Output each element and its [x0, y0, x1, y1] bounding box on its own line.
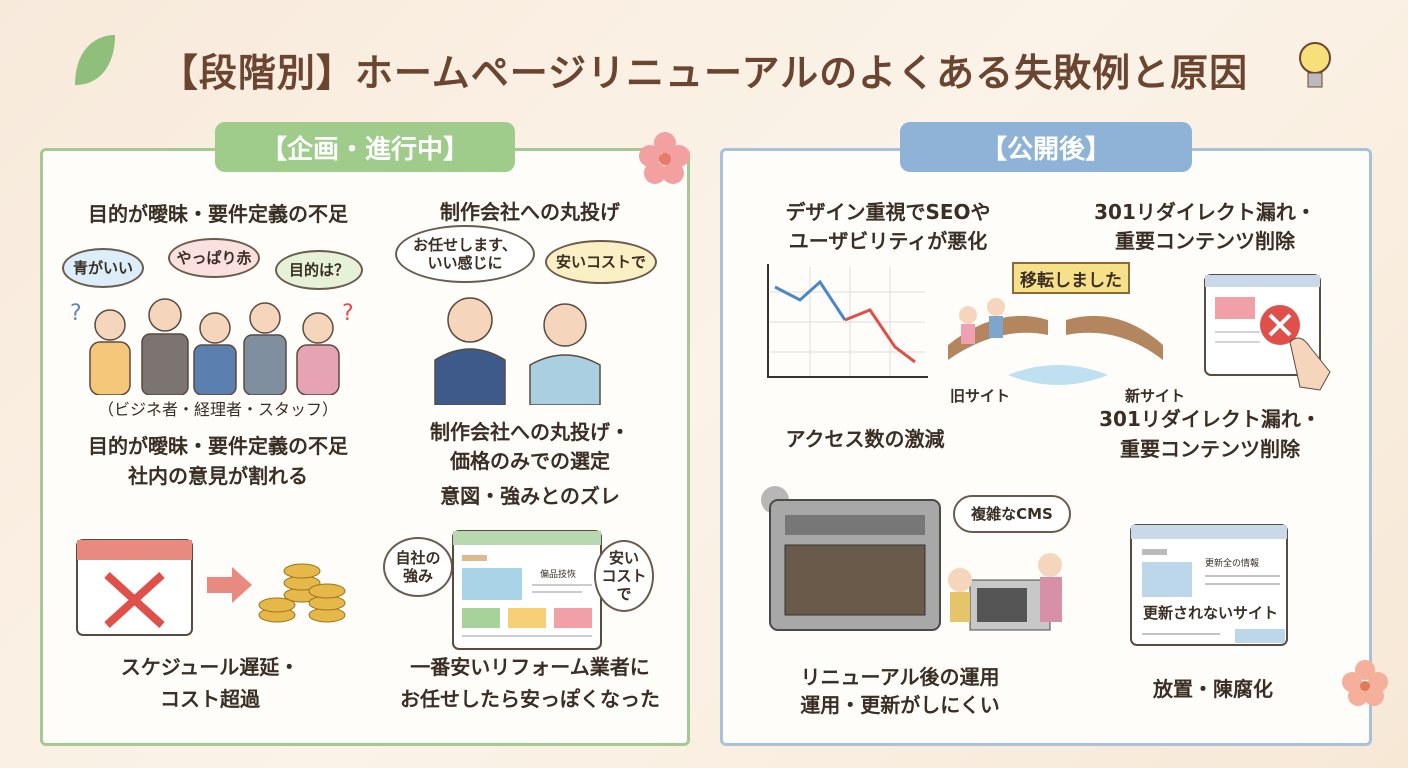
post-launch-panel	[720, 148, 1372, 746]
new-site-label: 新サイト	[1125, 387, 1186, 405]
cause-desc: リニューアル後の運用	[800, 665, 1000, 689]
flower-icon	[1342, 660, 1388, 706]
lightbulb-icon	[1299, 42, 1331, 88]
svg-text:?: ?	[342, 301, 354, 326]
cause-desc: 重要コンテンツ削除	[1120, 437, 1300, 461]
mockup-heading: 更新全の情報	[1205, 559, 1260, 569]
cause-heading: 301リダイレクト漏れ・	[1094, 200, 1316, 224]
arrow-right-icon	[207, 567, 252, 603]
cause-desc: 一番安いリフォーム業者に	[410, 655, 650, 679]
cause-heading: デザイン重視でSEOや	[785, 200, 991, 224]
cause-desc: コスト超過	[160, 687, 260, 711]
cause-desc: アクセス数の激減	[785, 427, 945, 451]
cause-heading: ユーザビリティが悪化	[788, 229, 988, 253]
mockup-big-text: 更新されないサイト	[1143, 604, 1279, 622]
svg-text:?: ?	[70, 301, 82, 326]
cause-desc: 目的が曖昧・要件定義の不足	[88, 434, 348, 458]
cause-heading: 制作会社への丸投げ	[440, 200, 620, 224]
speech-bubble: やっぱり赤	[168, 238, 260, 278]
leaf-icon	[75, 35, 115, 85]
speech-bubble: 目的は？	[275, 250, 363, 290]
cause-desc: 制作会社への丸投げ・	[430, 420, 630, 444]
old-site-label: 旧サイト	[950, 387, 1011, 405]
mockup-text: 偏品技恢	[540, 570, 577, 580]
cause-desc: 放置・陳腐化	[1153, 677, 1273, 701]
thought-bubble: 自社の 強み	[383, 537, 453, 597]
deleted-page-illustration	[1204, 274, 1331, 391]
page-title: 【段階別】ホームページリニューアルのよくある失敗例と原因	[159, 51, 1249, 95]
schedule-cost-illustration	[76, 539, 346, 636]
moved-sign: 移転しました	[1012, 262, 1130, 294]
broken-bridge-illustration	[948, 298, 1163, 385]
speech-bubble: お任せします、 いい感じに	[395, 225, 535, 283]
cause-heading: 重要コンテンツ削除	[1115, 229, 1295, 253]
old-oven-illustration	[761, 486, 1062, 631]
speech-bubble: 青がいい	[62, 248, 144, 288]
x-mark-icon	[104, 572, 165, 628]
thought-bubble: 安い コスト で	[594, 540, 654, 612]
planning-phase-header: 【企画・進行中】	[215, 122, 515, 172]
cause-heading: 目的が曖昧・要件定義の不足	[88, 202, 348, 226]
website-mockup	[452, 530, 602, 650]
outdated-site-mockup	[1130, 524, 1288, 646]
traffic-drop-chart	[767, 264, 928, 378]
staff-group-illustration: ??	[70, 298, 354, 395]
cause-desc: お任せしたら安っぽくなった	[400, 687, 660, 711]
cause-desc: 301リダイレクト漏れ・	[1099, 407, 1321, 431]
staff-caption: （ビジネ者・経理者・スタッフ）	[97, 400, 339, 419]
flower-icon	[639, 132, 690, 184]
speech-bubble: 安いコストで	[545, 240, 657, 284]
post-launch-header: 【公開後】	[900, 122, 1192, 172]
cause-desc: 社内の意見が割れる	[128, 464, 308, 488]
speech-bubble: 複雑なCMS	[953, 495, 1071, 533]
cause-desc: スケジュール遅延・	[120, 655, 300, 679]
cause-desc: 価格のみでの選定	[450, 449, 610, 473]
cause-desc: 意図・強みとのズレ	[440, 484, 620, 508]
cause-desc: 運用・更新がしにくい	[800, 693, 1000, 717]
client-agency-illustration	[434, 297, 601, 405]
